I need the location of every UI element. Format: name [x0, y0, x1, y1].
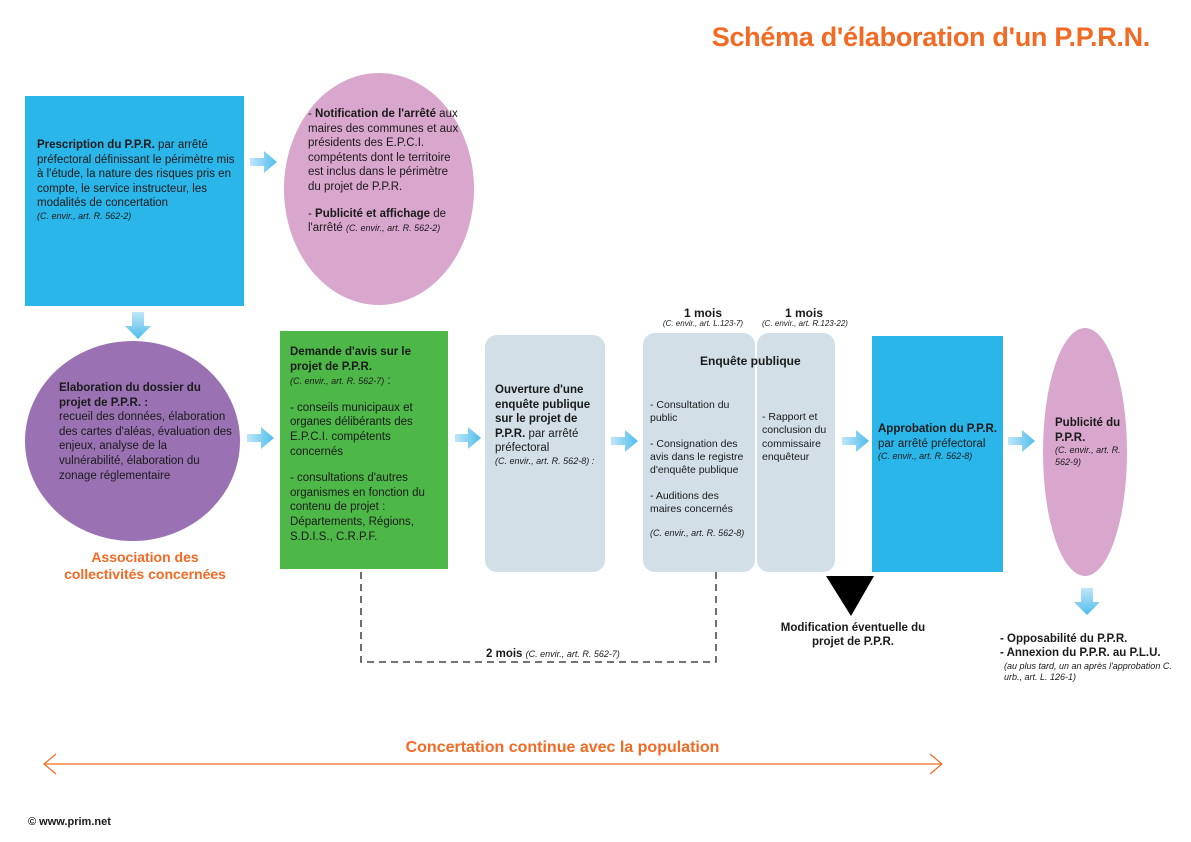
notification-ref2: (C. envir., art. R. 562-2) [346, 223, 441, 234]
approbation-head: Approbation du P.P.R. [878, 423, 998, 435]
enquete-rapport: - Rapport et conclusion du commissaire e… [762, 411, 827, 463]
enquete-label: Enquête publique [700, 354, 801, 368]
dashed-deux-mois-bracket [360, 572, 717, 663]
prescription-head: Prescription du P.P.R. [37, 139, 155, 151]
opposabilite-line2: - Annexion du P.P.R. au P.L.U. [1000, 647, 1161, 660]
enquete-item2: - Consignation des avis dans le registre… [650, 437, 744, 477]
ouverture-text: par arrêté préfectoral [495, 427, 579, 455]
arrow-approbation-to-publicite [1008, 430, 1035, 452]
notification-head2: Publicité et affichage [315, 207, 431, 220]
deux-mois-ref: (C. envir., art. R. 562-7) [525, 649, 620, 659]
elaboration-head: Elaboration du dossier du projet de P.P.… [59, 382, 201, 409]
arrow-prescription-to-elaboration [125, 312, 151, 339]
enquete-rapport-box: - Rapport et conclusion du commissaire e… [757, 333, 835, 572]
enquete-mois2: 1 mois [784, 306, 823, 320]
prescription-text: par arrêté préfectoral définissant le pé… [37, 139, 235, 210]
publicite-ref: (C. envir., art. R. 562-9) [1055, 445, 1121, 467]
publicite-ellipse: Publicité du P.P.R. (C. envir., art. R. … [1043, 328, 1127, 576]
enquete-item3: - Auditions des maires concernés [650, 489, 733, 515]
enquete-mois2-ref: (C. envir., art. R.123-22) [762, 319, 848, 328]
opposabilite-line1: - Opposabilité du P.P.R. [1000, 633, 1128, 645]
notification-dash2: - [308, 207, 316, 220]
arrow-demande-to-ouverture [455, 427, 481, 449]
enquete-consultation-box: - Consultation du public - Consignation … [643, 333, 755, 572]
page-title: Schéma d'élaboration d'un P.P.R.N. [711, 22, 1151, 52]
notification-text1: aux maires des communes et aux président… [308, 108, 459, 193]
prescription-box: Prescription du P.P.R. par arrêté préfec… [25, 96, 244, 306]
modification-label: Modification éventuelle du projet de P.P… [780, 622, 926, 649]
demande-item2: - consultations d'autres organismes en f… [290, 472, 425, 543]
approbation-ref: (C. envir., art. R. 562-8) [878, 451, 973, 462]
arrow-prescription-to-notification [250, 151, 277, 173]
concertation-label: Concertation continue avec la population [405, 739, 720, 756]
association-label: Association des collectivités concernées [64, 549, 226, 582]
demande-head: Demande d'avis sur le projet de P.P.R. [290, 346, 411, 373]
enquete-mois1-ref: (C. envir., art. L.123-7) [662, 319, 744, 328]
deux-mois-label: 2 mois (C. envir., art. R. 562-7) [486, 648, 620, 660]
ouverture-head: Ouverture d'une enquête publique sur le … [495, 384, 591, 440]
deux-mois-value: 2 mois [486, 648, 523, 660]
enquete-ref: (C. envir., art. R. 562-8) [650, 528, 745, 539]
enquete-item1: - Consultation du public [650, 399, 730, 425]
ouverture-ref: (C. envir., art. R. 562-8) : [495, 455, 595, 466]
elaboration-text: recueil des données, élaboration des car… [59, 411, 232, 482]
enquete-mois1: 1 mois [683, 306, 722, 320]
notification-head1: Notification de l'arrêté [315, 108, 436, 120]
notification-text2: de l'arrêté [308, 207, 447, 235]
arrow-publicite-to-opposabilite [1074, 588, 1100, 615]
approbation-box: Approbation du P.P.R. par arrêté préfect… [872, 336, 1003, 572]
demande-ref: (C. envir., art. R. 562-7) [290, 376, 385, 387]
elaboration-ellipse: Elaboration du dossier du projet de P.P.… [25, 341, 240, 541]
prescription-ref: (C. envir., art. R. 562-2) [37, 210, 132, 221]
notification-dash1: - [308, 108, 316, 120]
demande-ref-suffix: : [384, 375, 391, 388]
arrow-enquete-to-approbation [842, 430, 869, 452]
ouverture-enquete-box: Ouverture d'une enquête publique sur le … [485, 335, 605, 572]
arrow-elaboration-to-demande [247, 427, 274, 449]
copyright-link[interactable]: © www.prim.net [28, 816, 111, 828]
concertation-double-arrow [43, 753, 943, 775]
notification-ellipse: - Notification de l'arrêté aux maires de… [284, 73, 474, 305]
opposabilite-note: (au plus tard, un an après l'approbation… [1004, 660, 1172, 682]
opposabilite-block: - Opposabilité du P.P.R. - Annexion du P… [1000, 632, 1185, 683]
demande-item1: - conseils municipaux et organes délibér… [290, 401, 413, 458]
arrow-ouverture-to-enquete [611, 430, 638, 452]
publicite-head: Publicité du P.P.R. [1055, 417, 1121, 444]
demande-avis-box: Demande d'avis sur le projet de P.P.R. (… [280, 331, 448, 569]
modification-triangle [826, 576, 874, 616]
approbation-text: par arrêté préfectoral [878, 437, 986, 450]
